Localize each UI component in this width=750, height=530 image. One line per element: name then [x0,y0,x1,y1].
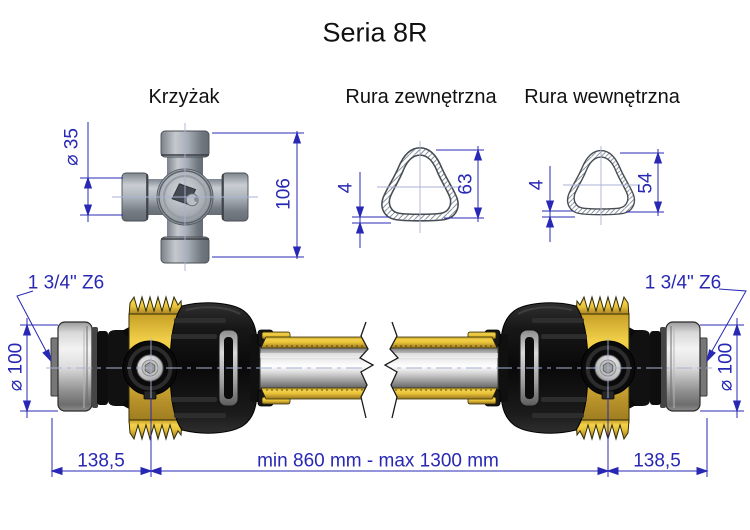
dim-length-range: min 860 mm - max 1300 mm [257,450,499,472]
pto-shaft-drawing [46,295,712,441]
dim-outer-tube-size: 63 [455,173,477,195]
dim-diameter-right: ⌀ 100 [715,342,737,392]
centerlines [112,123,640,398]
cross-joint-drawing [121,130,249,264]
dim-inner-tube-wall: 4 [526,179,548,191]
page-title: Seria 8R [322,17,428,48]
dimension-lines [16,122,747,477]
break-symbol [358,321,400,419]
dim-outer-tube-wall: 4 [335,182,357,194]
section-label-krzyzak: Krzyżak [148,86,220,108]
dim-overhang-left: 138,5 [77,450,125,472]
dim-diameter-left: ⌀ 100 [5,342,27,392]
section-label-rura-zewnetrzna: Rura zewnętrzna [345,86,497,108]
dim-inner-tube-size: 54 [635,172,657,194]
dim-cross-height: 106 [273,178,295,210]
dim-overhang-right: 138,5 [633,450,681,472]
section-label-rura-wewnetrzna: Rura wewnętrzna [524,86,680,108]
dim-cross-diameter: ⌀ 35 [61,128,83,166]
dim-spline-right: 1 3/4" Z6 [644,272,722,294]
dim-spline-left: 1 3/4" Z6 [27,272,105,294]
